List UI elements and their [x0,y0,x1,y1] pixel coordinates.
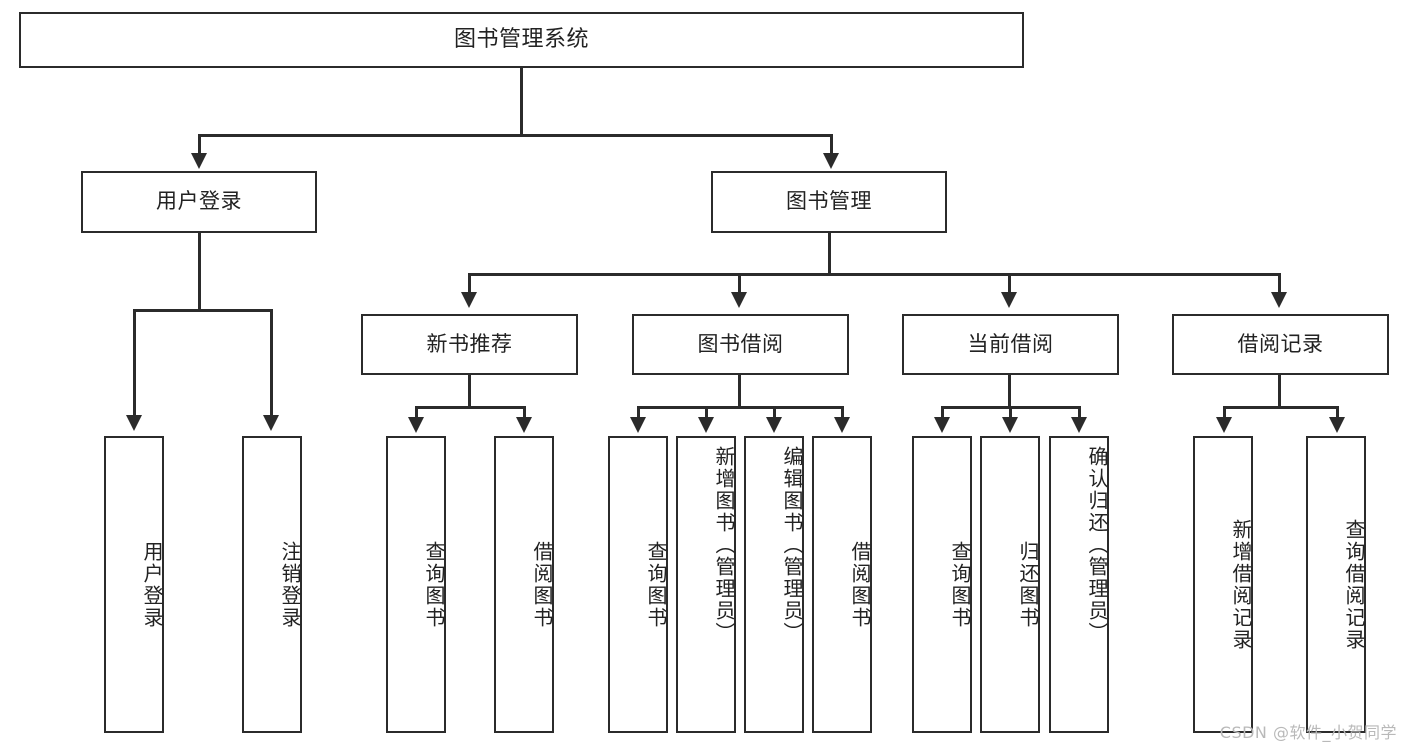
arrow-icon-book-borrow-leaf-4 [834,417,850,433]
connector-book-mgmt-drop-3 [1008,273,1011,295]
leaf-add-book-admin[interactable]: 新增图书（管理员） [676,436,736,733]
arrow-icon-user-login-leaf-1 [126,415,142,431]
leaf-label: 借阅图书 [848,540,872,629]
arrow-icon-current-borrow-leaf-2 [1002,417,1018,433]
leaf-logout[interactable]: 注销登录 [242,436,302,733]
leaf-add-borrow-record[interactable]: 新增借阅记录 [1193,436,1253,733]
connector-root-stem [520,68,523,134]
connector-current-borrow-stem [1008,375,1011,408]
connector-new-book-stem [468,375,471,408]
arrow-icon-to-borrow-record [1271,292,1287,308]
leaf-label: 查询图书 [422,540,446,629]
leaf-label: 用户登录 [140,540,164,629]
arrow-icon-new-book-leaf-2 [516,417,532,433]
leaf-label: 查询图书 [644,540,668,629]
leaf-return-book[interactable]: 归还图书 [980,436,1040,733]
csdn-watermark: CSDN @软件_小贺同学 [1219,723,1397,742]
leaf-label: 注销登录 [278,540,302,629]
connector-book-mgmt-drop-1 [468,273,471,295]
node-new-book-recommend[interactable]: 新书推荐 [361,314,578,375]
leaf-label: 新增借阅记录 [1229,518,1253,651]
leaf-query-borrow-record[interactable]: 查询借阅记录 [1306,436,1366,733]
arrow-icon-borrow-record-leaf-2 [1329,417,1345,433]
leaf-query-book-borrow[interactable]: 查询图书 [608,436,668,733]
connector-book-borrow-drop-1 [637,406,640,420]
node-book-management[interactable]: 图书管理 [711,171,947,233]
connector-book-mgmt-drop-4 [1278,273,1281,295]
arrow-icon-borrow-record-leaf-1 [1216,417,1232,433]
connector-book-borrow-bus [637,406,841,409]
connector-current-borrow-drop-3 [1078,406,1081,420]
arrow-icon-to-book-borrow [731,292,747,308]
leaf-edit-book-admin[interactable]: 编辑图书（管理员） [744,436,804,733]
node-root-book-management-system[interactable]: 图书管理系统 [19,12,1024,68]
connector-borrow-record-drop-2 [1336,406,1339,420]
arrow-icon-to-current-borrow [1001,292,1017,308]
connector-book-borrow-stem [738,375,741,408]
arrow-icon-book-borrow-leaf-1 [630,417,646,433]
node-user-login[interactable]: 用户登录 [81,171,317,233]
connector-current-borrow-drop-2 [1009,406,1012,420]
arrow-icon-book-borrow-leaf-2 [698,417,714,433]
leaf-label: 借阅图书 [530,540,554,629]
arrow-icon-to-user-login [191,153,207,169]
connector-borrow-record-bus [1223,406,1336,409]
connector-book-mgmt-stem [828,233,831,275]
arrow-icon-to-new-book-recommend [461,292,477,308]
connector-user-login-bus [133,309,270,312]
connector-user-login-stem [198,233,201,311]
leaf-label: 确认归还（管理员） [1085,446,1109,644]
leaf-label: 编辑图书（管理员） [780,446,804,644]
connector-root-bus [198,134,832,137]
arrow-icon-user-login-leaf-2 [263,415,279,431]
leaf-query-book-current[interactable]: 查询图书 [912,436,972,733]
connector-borrow-record-stem [1278,375,1281,408]
connector-book-borrow-drop-3 [773,406,776,420]
node-borrow-record[interactable]: 借阅记录 [1172,314,1389,375]
connector-new-book-bus [415,406,523,409]
leaf-query-book-recommend[interactable]: 查询图书 [386,436,446,733]
connector-user-login-drop-1 [133,309,136,417]
arrow-icon-book-borrow-leaf-3 [766,417,782,433]
connector-book-mgmt-drop-2 [738,273,741,295]
arrow-icon-current-borrow-leaf-3 [1071,417,1087,433]
leaf-label: 查询图书 [948,540,972,629]
connector-current-borrow-drop-1 [941,406,944,420]
connector-borrow-record-drop-1 [1223,406,1226,420]
arrow-icon-new-book-leaf-1 [408,417,424,433]
connector-book-borrow-drop-4 [841,406,844,420]
connector-root-drop-left [198,134,201,156]
connector-root-drop-right [830,134,833,156]
connector-user-login-drop-2 [270,309,273,417]
arrow-icon-to-book-management [823,153,839,169]
leaf-borrow-book-recommend[interactable]: 借阅图书 [494,436,554,733]
connector-new-book-drop-2 [523,406,526,420]
leaf-confirm-return-admin[interactable]: 确认归还（管理员） [1049,436,1109,733]
leaf-label: 查询借阅记录 [1342,518,1366,651]
node-book-borrow[interactable]: 图书借阅 [632,314,849,375]
arrow-icon-current-borrow-leaf-1 [934,417,950,433]
connector-new-book-drop-1 [415,406,418,420]
leaf-label: 归还图书 [1016,540,1040,629]
connector-book-borrow-drop-2 [705,406,708,420]
leaf-label: 新增图书（管理员） [712,446,736,644]
leaf-borrow-book[interactable]: 借阅图书 [812,436,872,733]
node-current-borrow[interactable]: 当前借阅 [902,314,1119,375]
leaf-user-login[interactable]: 用户登录 [104,436,164,733]
connector-book-mgmt-bus [468,273,1280,276]
